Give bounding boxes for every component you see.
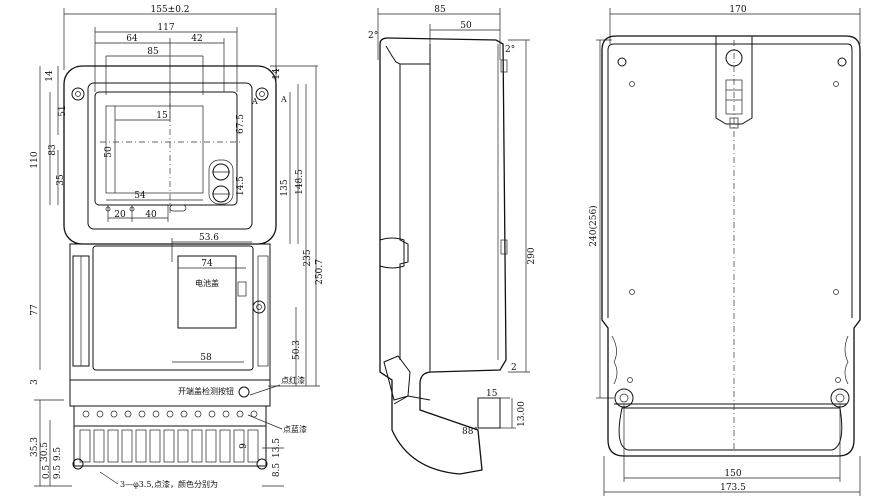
front-view: 155±0.2 117 64 42 85 15 50 — [30, 5, 325, 489]
display-window — [94, 91, 238, 206]
side-mount-bracket — [477, 397, 501, 429]
hanger-hole — [725, 49, 743, 67]
side-view: 85 50 2° 2° 290 2 15 13.00 88° — [368, 5, 537, 475]
dim-53-6: 53.6 — [199, 233, 219, 243]
section-a-small: A — [251, 97, 258, 106]
dim-0-5: 0.5 — [42, 465, 52, 480]
side-dim-290: 290 — [527, 247, 537, 264]
side-dim-15: 15 — [486, 389, 498, 399]
dim-77: 77 — [30, 304, 40, 316]
dim-51: 51 — [58, 105, 68, 116]
dim-50-3: 50.3 — [292, 340, 302, 360]
dim-30-5: 30.5 — [40, 442, 50, 462]
dim-74: 74 — [201, 259, 213, 269]
dim-54: 54 — [134, 191, 146, 201]
cover-open-button-label: 开端盖检测按钮 — [178, 386, 234, 396]
dim-35-3: 35.3 — [30, 437, 40, 457]
dim-13-5: 13.5 — [272, 438, 282, 458]
terminal-note: 3—φ3.5,点漆，颜色分别为 — [120, 479, 218, 489]
dim-50: 50 — [104, 146, 114, 158]
rear-dim-170: 170 — [729, 5, 746, 15]
blue-paint-label: 点蓝漆 — [283, 424, 307, 434]
red-paint-label: 点红漆 — [281, 375, 305, 385]
dim-85: 85 — [147, 47, 159, 57]
terminal-block-top — [69, 379, 271, 407]
terminals — [79, 429, 259, 463]
dim-148-5: 148.5 — [295, 169, 305, 195]
terminal-screws — [82, 410, 258, 418]
dim-135: 135 — [280, 179, 290, 196]
rear-view: 170 240(256) — [588, 5, 861, 496]
dim-110: 110 — [30, 151, 40, 168]
cover-open-button — [238, 386, 250, 398]
lcd-area — [105, 105, 204, 194]
dim-58: 58 — [200, 353, 212, 363]
rear-hole-tl — [617, 57, 627, 67]
rear-hole-tr — [837, 57, 847, 67]
battery-cover-label: 电池盖 — [195, 278, 219, 288]
rear-dim-173-5: 173.5 — [720, 483, 746, 493]
meter-lower-body — [69, 243, 271, 381]
rear-outline — [601, 35, 861, 457]
terminal-screw-row — [73, 405, 267, 427]
dim-235: 235 — [303, 249, 313, 266]
dim-9: 9 — [239, 443, 249, 449]
dim-9-5b: 9.5 — [53, 465, 63, 480]
dim-35: 35 — [56, 174, 66, 186]
dim-9-5: 9.5 — [53, 447, 63, 462]
screw-top-right — [255, 87, 269, 101]
side-angle-right: 2° — [505, 45, 515, 55]
rear-hanger-bracket — [715, 35, 753, 125]
side-dim-85: 85 — [434, 5, 446, 15]
dim-14-5: 14.5 — [236, 176, 246, 196]
dim-3: 3 — [30, 379, 40, 385]
dim-117: 117 — [157, 23, 174, 33]
seal-screw — [252, 300, 266, 314]
button-housing — [208, 159, 234, 205]
side-latch — [379, 237, 405, 269]
cover-inner-panel — [87, 82, 253, 230]
side-angle-left: 2° — [368, 31, 378, 41]
side-dim-50: 50 — [460, 21, 472, 31]
terminal-block — [73, 425, 267, 467]
dim-40: 40 — [145, 210, 157, 220]
rear-dim-240: 240(256) — [588, 205, 599, 246]
dim-64: 64 — [126, 34, 138, 44]
dim-67-5: 67.5 — [236, 114, 246, 134]
side-dim-2: 2 — [511, 363, 517, 373]
dim-250-7: 250.7 — [315, 259, 325, 285]
side-dim-13: 13.00 — [517, 401, 527, 427]
dim-83: 83 — [48, 144, 58, 156]
dim-14-right: 14 — [272, 68, 282, 80]
section-a-label: A — [280, 95, 287, 104]
dim-14-left: 14 — [45, 70, 55, 82]
dim-overall-width: 155±0.2 — [150, 5, 189, 15]
dim-20: 20 — [114, 210, 126, 220]
screw-top-left — [71, 87, 85, 101]
dim-8-5: 8.5 — [272, 463, 282, 478]
dim-15: 15 — [156, 111, 168, 121]
side-angle-88: 88° — [462, 427, 478, 437]
side-profile — [379, 37, 507, 475]
dim-42: 42 — [191, 34, 202, 44]
terminal-cover-window — [92, 245, 254, 371]
rear-dim-150: 150 — [724, 469, 741, 479]
battery-compartment — [177, 255, 237, 329]
